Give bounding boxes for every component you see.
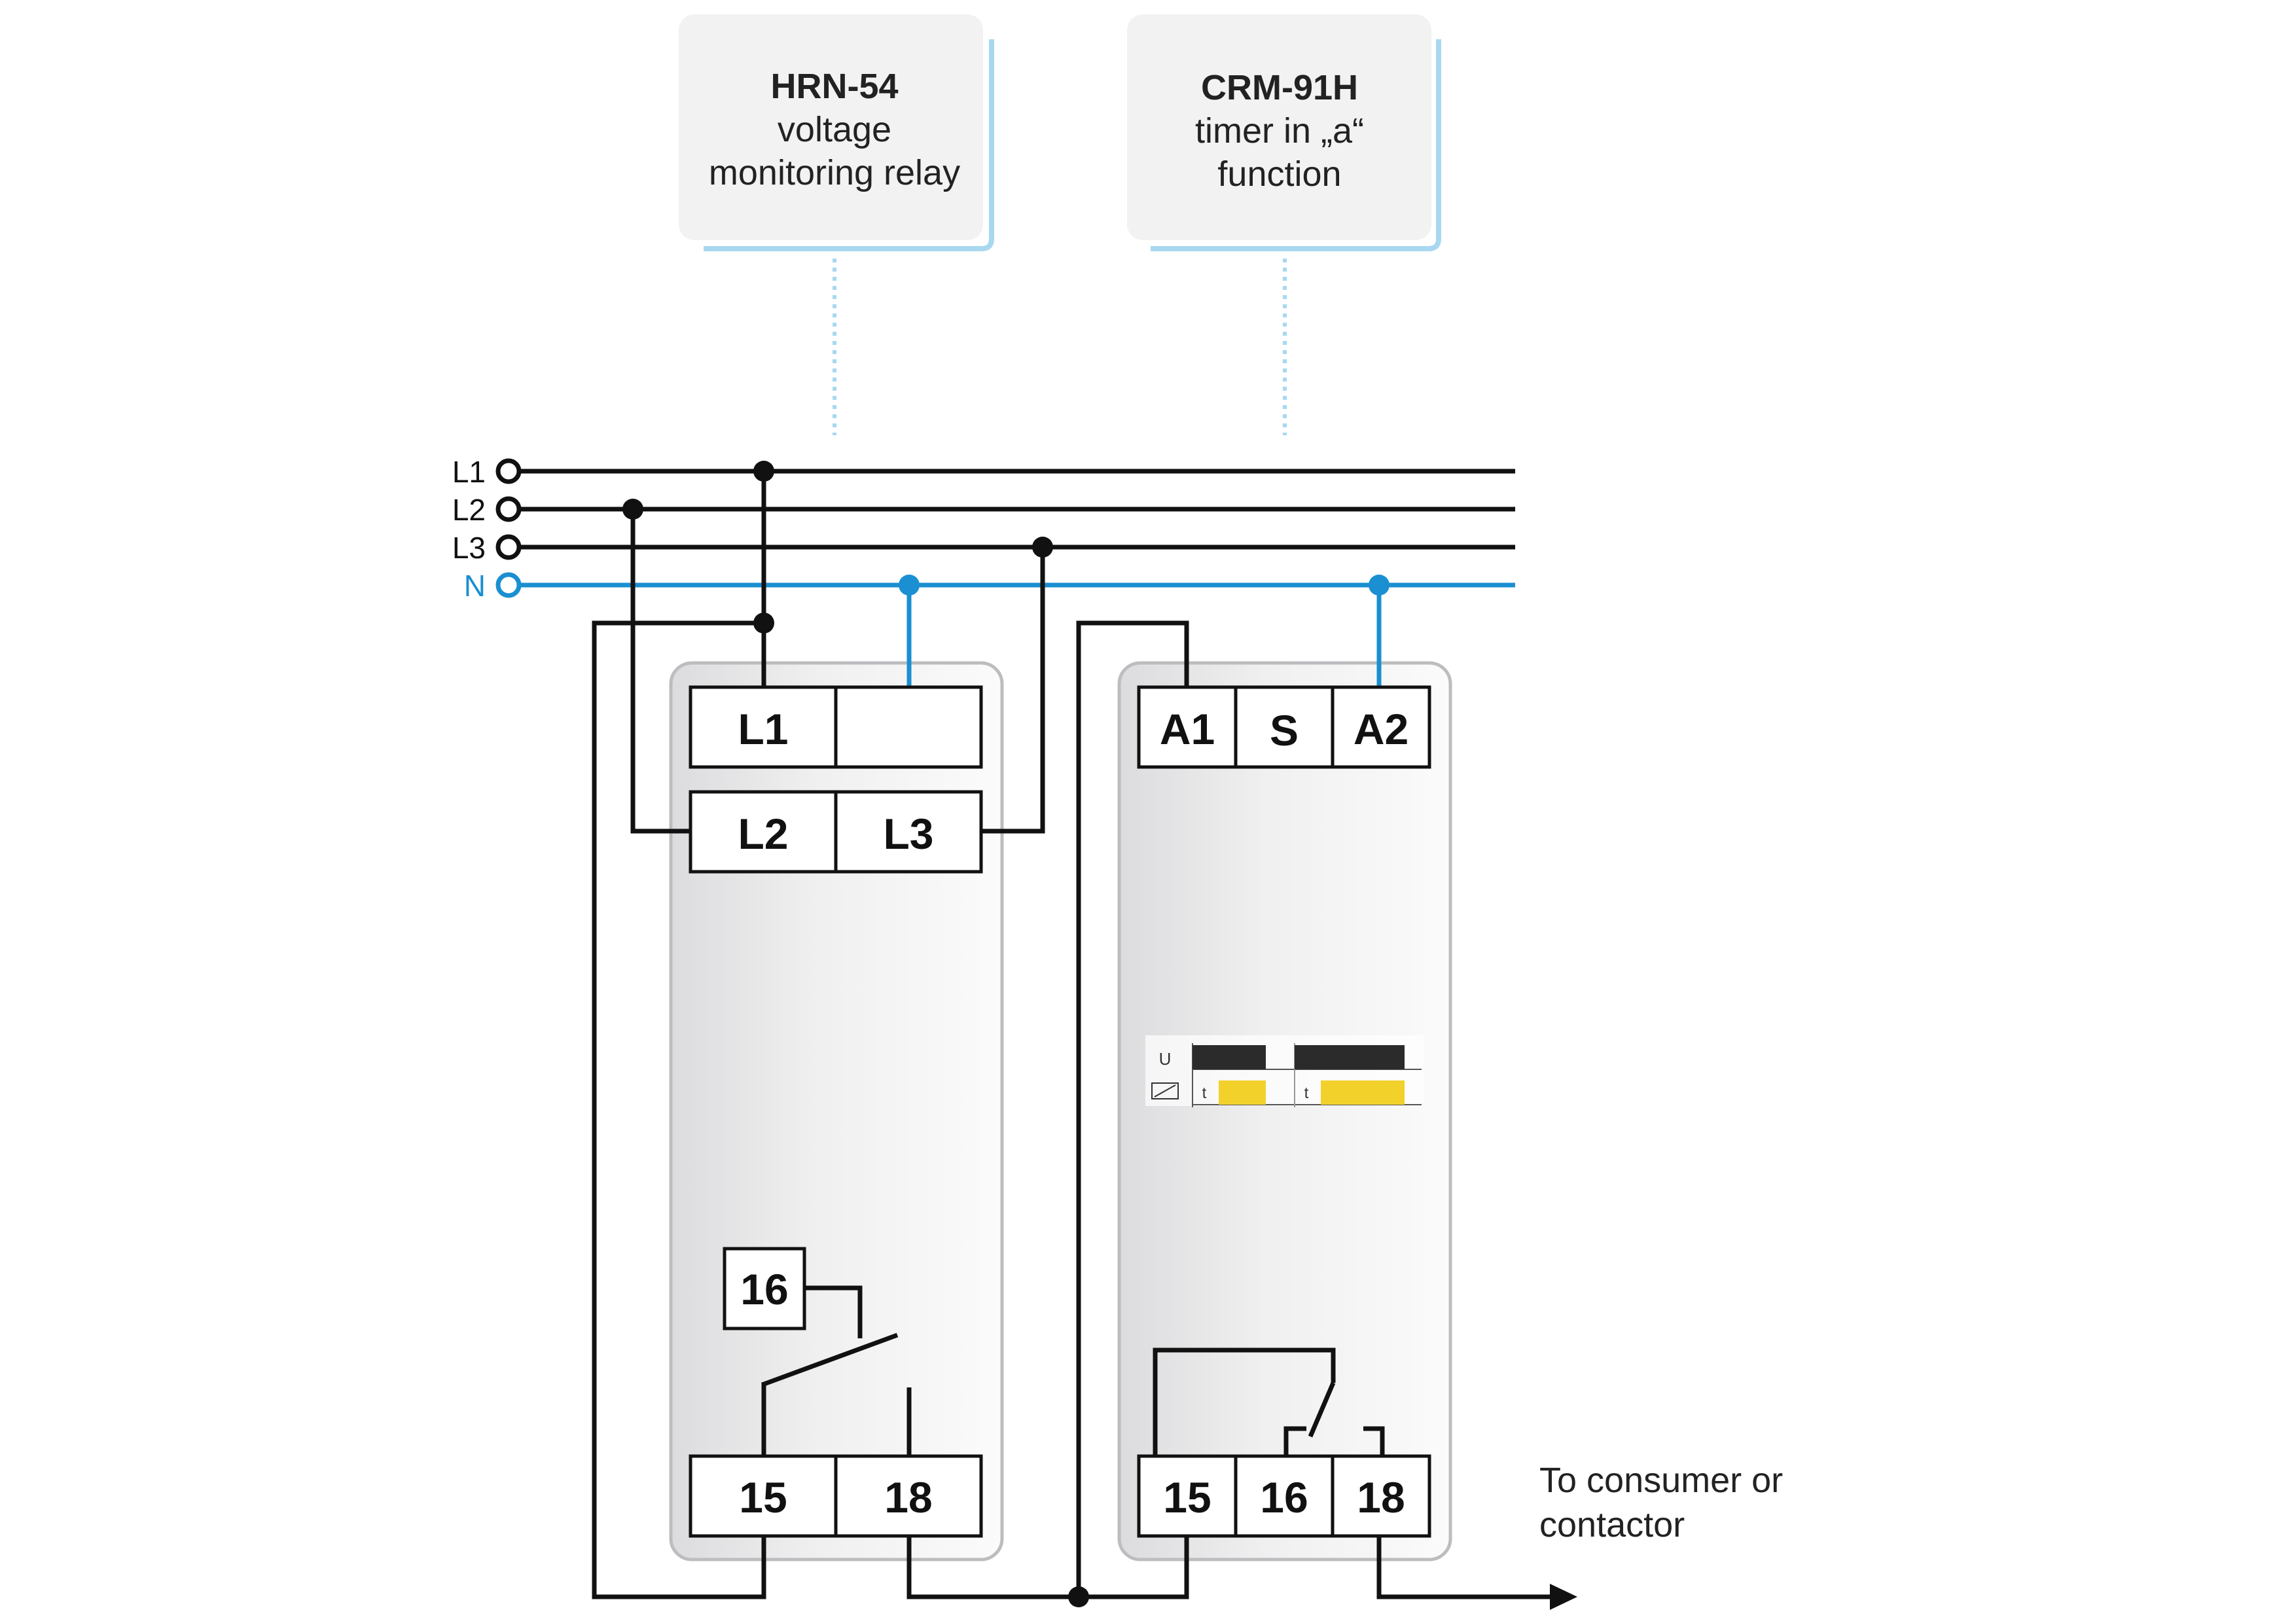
hrn54-device-body xyxy=(669,661,1004,1561)
crm-contact-nc-lead xyxy=(1283,1426,1306,1456)
crm-terminal-a2 xyxy=(1331,685,1431,769)
callout-hrn54-title: HRN-54 xyxy=(770,67,898,106)
hrn-terminal-18-label: 18 xyxy=(884,1473,932,1522)
output-arrow xyxy=(1550,1584,1577,1610)
crm91h-device-body xyxy=(1117,661,1452,1561)
bus-label-l2: L2 xyxy=(452,493,486,527)
crm-terminal-a1-label: A1 xyxy=(1160,705,1215,753)
crm-terminal-15-label: 15 xyxy=(1163,1473,1211,1522)
node-l2 xyxy=(622,499,643,520)
hrn-terminal-n xyxy=(834,685,983,769)
crm-terminal-15 xyxy=(1137,1454,1238,1538)
crm-contact-no-lead xyxy=(1363,1426,1385,1456)
hrn-contact-nc-lead xyxy=(804,1285,863,1338)
hrn-terminal-l3-label: L3 xyxy=(883,810,933,858)
output-label-line2: contactor xyxy=(1539,1505,1685,1544)
callout-hrn54-line2: monitoring relay xyxy=(709,153,960,192)
output-label-line1: To consumer or xyxy=(1539,1461,1783,1500)
node-n-crm xyxy=(1369,575,1390,596)
bus-label-l3: L3 xyxy=(452,531,486,565)
node-l1 xyxy=(753,461,774,482)
node-n-hrn xyxy=(899,575,920,596)
callout-hrn54: HRN-54 voltage monitoring relay xyxy=(679,14,994,435)
hrn-terminal-18 xyxy=(834,1454,983,1538)
hrn-contact-blade xyxy=(762,1332,899,1387)
callout-hrn54-line1: voltage xyxy=(778,110,891,149)
crm-terminal-18-label: 18 xyxy=(1357,1473,1405,1522)
crm-contact-blade xyxy=(1308,1382,1336,1438)
hrn-terminal-l2 xyxy=(689,790,838,874)
terminal-circle-l1 xyxy=(495,458,522,484)
output-label: To consumer or contactor xyxy=(1539,1461,1783,1544)
bus-label-l1: L1 xyxy=(452,455,486,489)
supply-bus: L1 L2 L3 N xyxy=(452,455,1515,603)
timing-label-t1: t xyxy=(1202,1084,1207,1102)
terminal-circle-n xyxy=(495,572,522,598)
wire-to-crm-a1 xyxy=(1076,620,1189,1597)
node-l1-branch xyxy=(753,613,774,633)
callout-crm91h-line1: timer in „a“ xyxy=(1195,111,1364,151)
timing-u-pulse-2 xyxy=(1295,1045,1405,1069)
wire-l2-to-hrn xyxy=(630,509,692,834)
wire-l3-to-hrn xyxy=(982,547,1045,834)
timing-timer-icon xyxy=(1151,1082,1179,1099)
terminal-circle-l3 xyxy=(495,534,522,560)
hrn-terminal-15-label: 15 xyxy=(739,1473,787,1522)
callout-crm91h-line2: function xyxy=(1217,154,1341,194)
crm-terminal-16-label: 16 xyxy=(1260,1473,1308,1522)
callout-crm91h-title: CRM-91H xyxy=(1201,68,1358,107)
crm-terminal-s-label: S xyxy=(1270,706,1299,755)
crm-terminal-a1 xyxy=(1137,685,1238,769)
hrn54-terminals: L1 L2 L3 16 15 18 xyxy=(689,685,983,1538)
timing-u-pulse-1 xyxy=(1193,1045,1266,1069)
node-bottom-junction xyxy=(1068,1586,1089,1607)
terminal-circle-l2 xyxy=(495,496,522,522)
timing-t-pulse-2 xyxy=(1321,1080,1405,1105)
crm-terminal-18 xyxy=(1331,1454,1431,1538)
hrn-terminal-16-label: 16 xyxy=(740,1265,788,1313)
bus-label-n: N xyxy=(464,569,486,603)
timing-label-u: U xyxy=(1159,1049,1172,1069)
wire-l1-to-hrn-15 xyxy=(592,620,766,1599)
wiring xyxy=(592,461,1577,1610)
wire-crm18-output xyxy=(1376,1535,1551,1599)
callout-crm91h: CRM-91H timer in „a“ function xyxy=(1127,14,1441,435)
hrn-terminal-l2-label: L2 xyxy=(738,810,788,858)
crm-terminal-a2-label: A2 xyxy=(1354,705,1408,753)
wire-hrn18-to-crm15 xyxy=(906,1535,1189,1599)
crm91h-terminals: A1 S A2 U t t 15 16 18 xyxy=(1137,685,1431,1538)
node-l3 xyxy=(1032,537,1053,558)
hrn-terminal-l1-label: L1 xyxy=(738,705,788,753)
timing-label-t2: t xyxy=(1304,1084,1309,1102)
hrn-terminal-l1 xyxy=(689,685,838,769)
timing-diagram: U t t xyxy=(1145,1035,1424,1107)
crm-contact-common-loop xyxy=(1153,1347,1336,1456)
timing-t-pulse-1 xyxy=(1219,1080,1266,1105)
hrn-terminal-l3 xyxy=(834,790,983,874)
